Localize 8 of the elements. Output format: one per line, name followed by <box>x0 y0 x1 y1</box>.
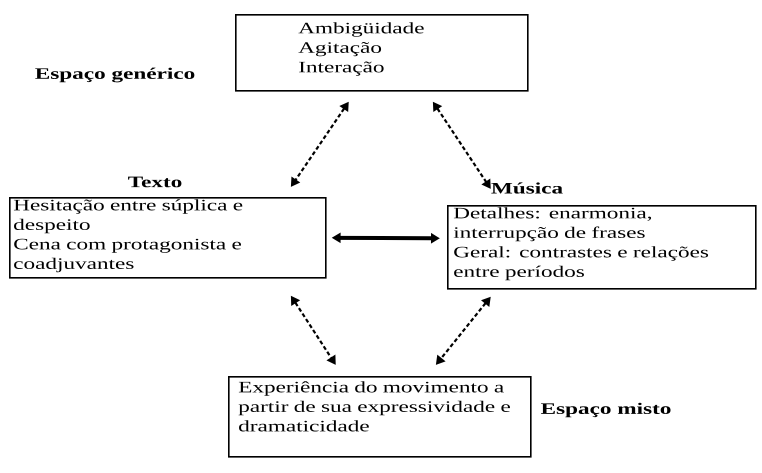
box-heading: Música <box>491 182 563 194</box>
process-box: Detalhes: enarmonia, interrupção de frases Geral: contrastes e relações entre períodos <box>447 205 757 290</box>
side-label: Espaço genérico <box>35 68 194 82</box>
side-label: Espaço misto <box>540 402 671 418</box>
process-box: Ambigüidade Agitação Interação <box>235 14 529 92</box>
process-box: Hesitação entre súplica e despeito Cena com protagonista e coadjuvantes <box>9 197 327 279</box>
box-heading: Texto <box>128 176 182 188</box>
process-box: Experiência do movimento a partir de sua expressividade e dramaticidade <box>228 376 532 458</box>
